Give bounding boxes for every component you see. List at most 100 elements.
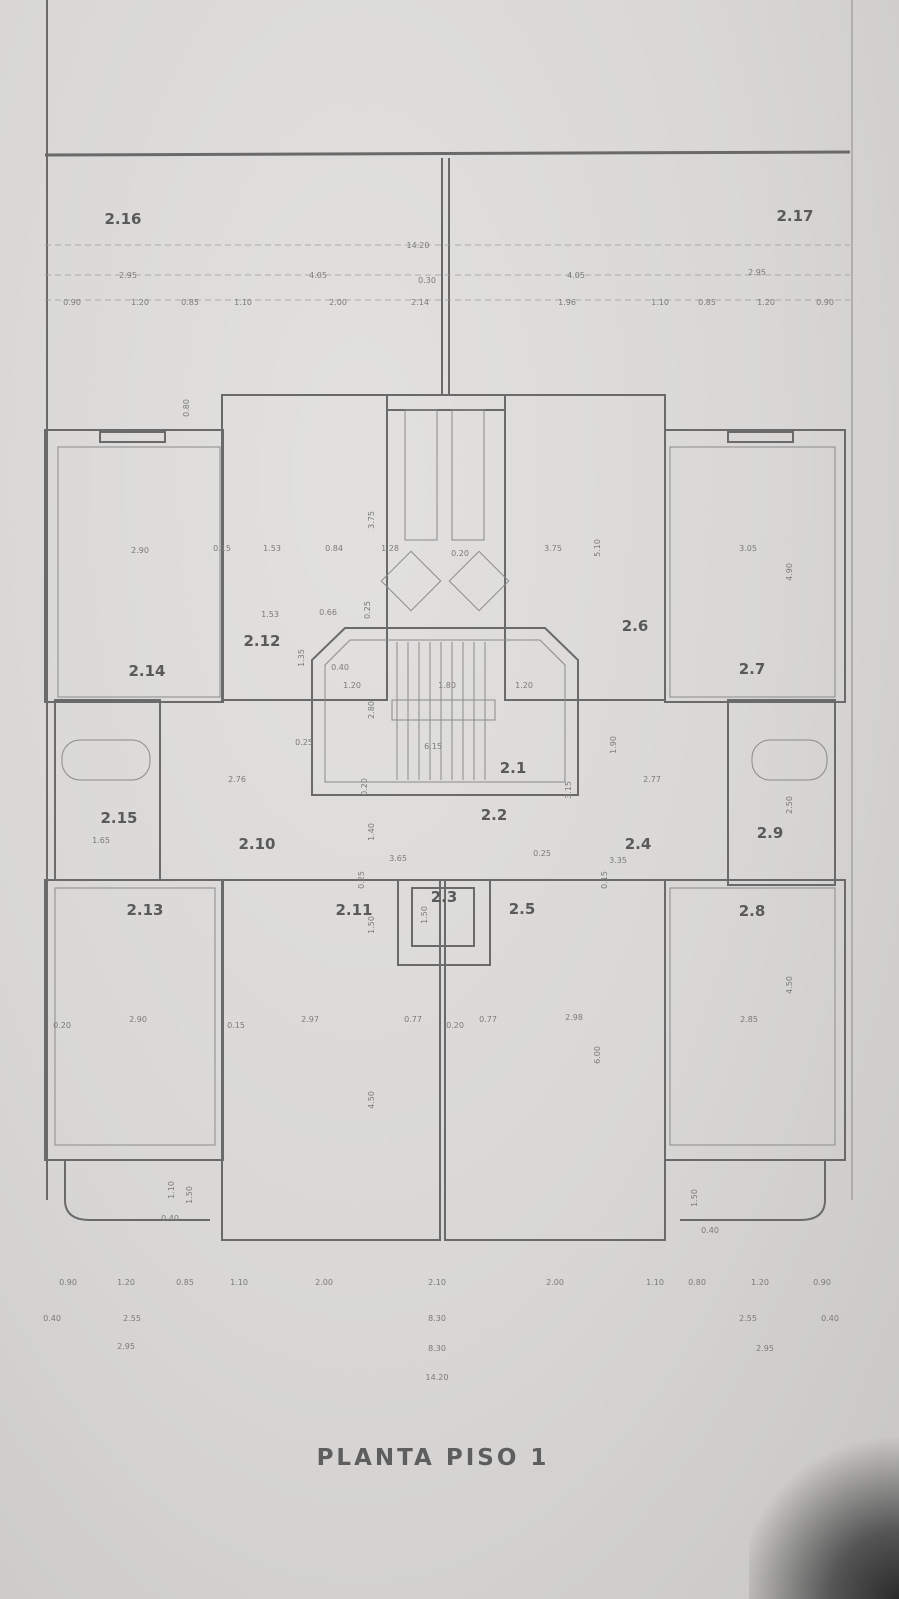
dimension-label: 0.30 xyxy=(418,276,436,285)
plan-title: PLANTA PISO 1 xyxy=(317,1445,550,1471)
dimension-label: 1.20 xyxy=(131,298,149,307)
dimension-label: 4.50 xyxy=(785,976,794,994)
dimension-label: 1.20 xyxy=(343,681,361,690)
dimension-label: 1.90 xyxy=(609,736,618,754)
room-label: 2.17 xyxy=(776,207,813,225)
dimension-label: 0.77 xyxy=(404,1015,422,1024)
dimension-label: 1.50 xyxy=(185,1186,194,1204)
dimension-label: 14.20 xyxy=(407,241,430,250)
dimension-label: 1.53 xyxy=(261,610,279,619)
dimension-label: 1.10 xyxy=(234,298,252,307)
dimension-label: 0.85 xyxy=(176,1278,194,1287)
dimension-label: 0.85 xyxy=(698,298,716,307)
dimension-label: 1.10 xyxy=(646,1278,664,1287)
dimension-label: 2.50 xyxy=(785,796,794,814)
dimension-label: 2.00 xyxy=(315,1278,333,1287)
dimension-label: 3.15 xyxy=(564,781,573,799)
dimension-label: 1.53 xyxy=(263,544,281,553)
dimension-label: 2.97 xyxy=(301,1015,319,1024)
dimension-label: 1.50 xyxy=(367,916,376,934)
room-label: 2.1 xyxy=(500,759,527,777)
dimension-label: 0.25 xyxy=(295,738,313,747)
dimension-label: 2.85 xyxy=(740,1015,758,1024)
dimension-label: 2.76 xyxy=(228,775,246,784)
dimension-label: 0.90 xyxy=(816,298,834,307)
dimension-label: 2.98 xyxy=(565,1013,583,1022)
photo-shadow xyxy=(749,1429,899,1599)
dimension-label: 3.65 xyxy=(389,854,407,863)
dimension-label: 2.90 xyxy=(131,546,149,555)
dimension-label: 2.00 xyxy=(546,1278,564,1287)
dimension-label: 4.05 xyxy=(309,271,327,280)
dimension-label: 1.50 xyxy=(420,906,429,924)
dimension-label: 0.25 xyxy=(363,601,372,619)
dimension-label: 0.90 xyxy=(63,298,81,307)
room-label: 2.13 xyxy=(126,901,163,919)
dimension-label: 5.10 xyxy=(593,539,602,557)
dimension-label: 3.05 xyxy=(739,544,757,553)
dimension-label: 1.10 xyxy=(651,298,669,307)
dimension-label: 0.25 xyxy=(533,849,551,858)
dimension-label: 1.28 xyxy=(381,544,399,553)
dimension-label: 4.50 xyxy=(367,1091,376,1109)
dimension-label: 0.85 xyxy=(181,298,199,307)
dimension-label: 8.30 xyxy=(428,1314,446,1323)
dimension-label: 0.20 xyxy=(53,1021,71,1030)
dimension-label: 2.95 xyxy=(748,268,766,277)
dimension-label: 1.20 xyxy=(751,1278,769,1287)
room-label: 2.2 xyxy=(481,806,508,824)
dimension-label: 3.35 xyxy=(609,856,627,865)
dimension-label: 4.90 xyxy=(785,563,794,581)
dimension-label: 1.10 xyxy=(167,1181,176,1199)
walls xyxy=(44,0,853,1241)
dimension-label: 2.10 xyxy=(428,1278,446,1287)
dimension-label: 2.55 xyxy=(123,1314,141,1323)
dimension-label: 0.77 xyxy=(479,1015,497,1024)
dimension-label: 2.55 xyxy=(739,1314,757,1323)
room-label: 2.8 xyxy=(739,902,766,920)
dimension-label: 2.90 xyxy=(129,1015,147,1024)
dimension-label: 0.40 xyxy=(821,1314,839,1323)
dimension-label: 1.20 xyxy=(515,681,533,690)
room-label: 2.15 xyxy=(100,809,137,827)
staircase xyxy=(396,642,486,780)
dimension-label: 2.77 xyxy=(643,775,661,784)
dimension-label: 0.15 xyxy=(600,871,609,889)
dimension-label: 4.05 xyxy=(567,271,585,280)
dimension-label: 1.65 xyxy=(92,836,110,845)
room-label: 2.11 xyxy=(335,901,372,919)
dimension-label: 1.80 xyxy=(438,681,456,690)
room-label: 2.7 xyxy=(739,660,766,678)
dimension-label: 0.80 xyxy=(182,399,191,417)
dimension-label: 1.35 xyxy=(297,649,306,667)
dimension-label: 3.75 xyxy=(367,511,376,529)
dimension-label: 1.40 xyxy=(367,823,376,841)
dimension-label: 0.40 xyxy=(43,1314,61,1323)
dimension-label: 1.96 xyxy=(558,298,576,307)
room-label: 2.16 xyxy=(104,210,141,228)
dimension-label: 0.90 xyxy=(813,1278,831,1287)
dimension-label: 0.90 xyxy=(59,1278,77,1287)
dimension-label: 0.25 xyxy=(357,871,366,889)
room-label: 2.9 xyxy=(757,824,784,842)
dimension-label: 0.40 xyxy=(701,1226,719,1235)
dimension-label: 2.95 xyxy=(119,271,137,280)
dimension-label: 2.95 xyxy=(756,1344,774,1353)
dimension-label: 1.50 xyxy=(690,1189,699,1207)
dimension-labels: 14.20 2.95 4.05 0.30 4.05 2.95 0.90 1.20 0.85 1.1… xyxy=(43,241,839,1382)
dimension-label: 1.10 xyxy=(230,1278,248,1287)
room-label: 2.5 xyxy=(509,900,536,918)
dimension-label: 6.15 xyxy=(424,742,442,751)
room-label: 2.10 xyxy=(238,835,275,853)
room-label: 2.12 xyxy=(243,632,280,650)
dimension-label: 0.40 xyxy=(331,663,349,672)
dimension-label: 6.00 xyxy=(593,1046,602,1064)
room-label: 2.14 xyxy=(128,662,165,680)
room-label: 2.6 xyxy=(622,617,649,635)
dimension-label: 2.80 xyxy=(367,701,376,719)
dimension-label: 3.75 xyxy=(544,544,562,553)
room-label: 2.3 xyxy=(431,888,458,906)
dimension-label: 2.95 xyxy=(117,1342,135,1351)
